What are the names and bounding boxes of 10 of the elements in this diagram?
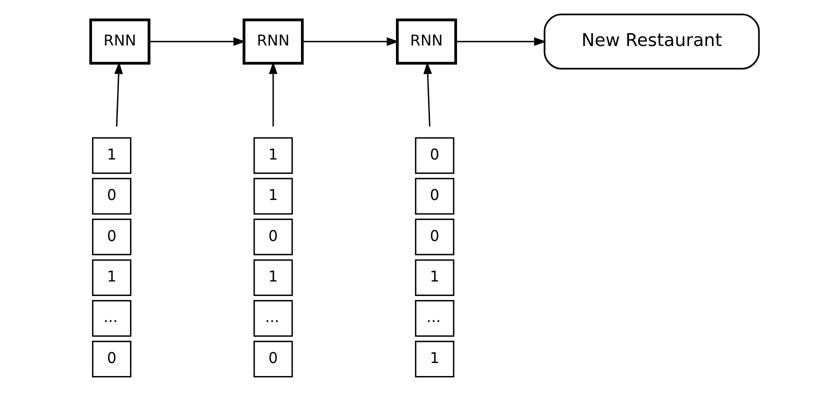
arrow (302, 36, 399, 46)
arrow (422, 61, 432, 126)
arrow (114, 61, 122, 126)
node-box: RNN (242, 18, 304, 64)
node-box: RNN (88, 18, 150, 64)
node-box: New Restaurant (543, 13, 760, 70)
arrow (455, 36, 546, 46)
arrow (268, 61, 277, 126)
node-box: RNN (395, 18, 457, 64)
arrow (148, 36, 246, 46)
